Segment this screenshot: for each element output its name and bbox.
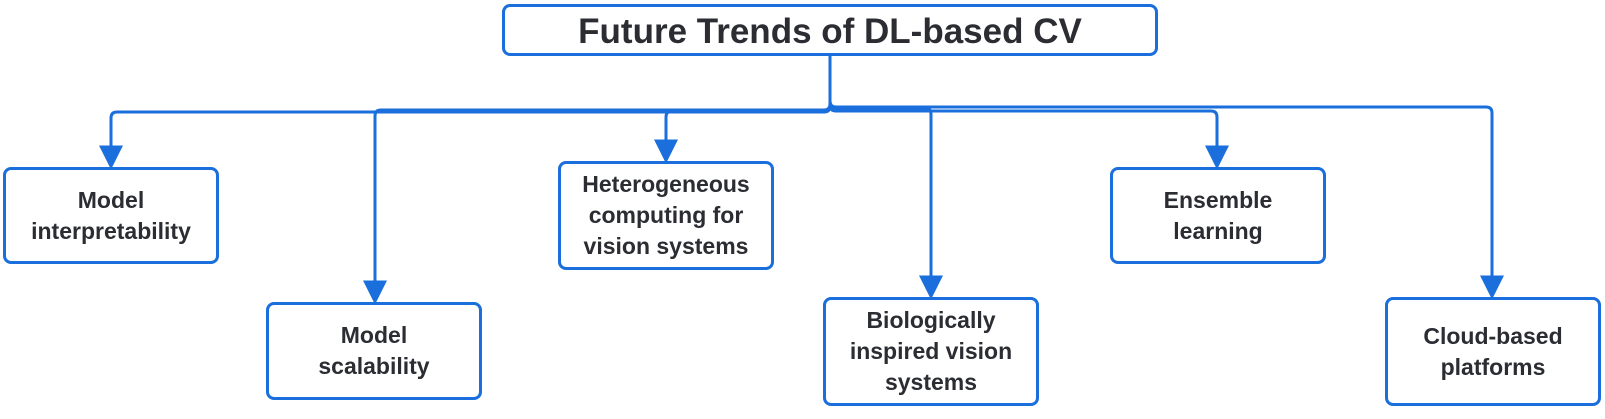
node-label: Model interpretability (31, 186, 191, 244)
connector-cloud-based-platforms (828, 56, 1504, 300)
node-ensemble-learning: Ensemble learning (1110, 167, 1326, 264)
connector-heterogeneous-computing (654, 56, 832, 164)
node-label: Heterogeneous computing for vision syste… (582, 171, 750, 259)
root-label: Future Trends of DL-based CV (578, 12, 1082, 51)
node-label: Ensemble learning (1163, 186, 1273, 244)
connector-ensemble-learning (828, 56, 1229, 170)
connector-biologically-inspired (828, 56, 943, 300)
node-label: Model scalability (318, 322, 430, 379)
root-node: Future Trends of DL-based CV (502, 4, 1158, 56)
node-model-interpretability: Model interpretability (3, 167, 219, 264)
node-label: Biologically inspired vision systems (849, 307, 1013, 395)
node-biologically-inspired: Biologically inspired vision systems (823, 297, 1039, 406)
node-cloud-based-platforms: Cloud-based platforms (1385, 297, 1601, 406)
node-heterogeneous-computing: Heterogeneous computing for vision syste… (558, 161, 774, 270)
node-label: Cloud-based platforms (1423, 322, 1563, 380)
node-model-scalability: Model scalability (266, 302, 482, 400)
